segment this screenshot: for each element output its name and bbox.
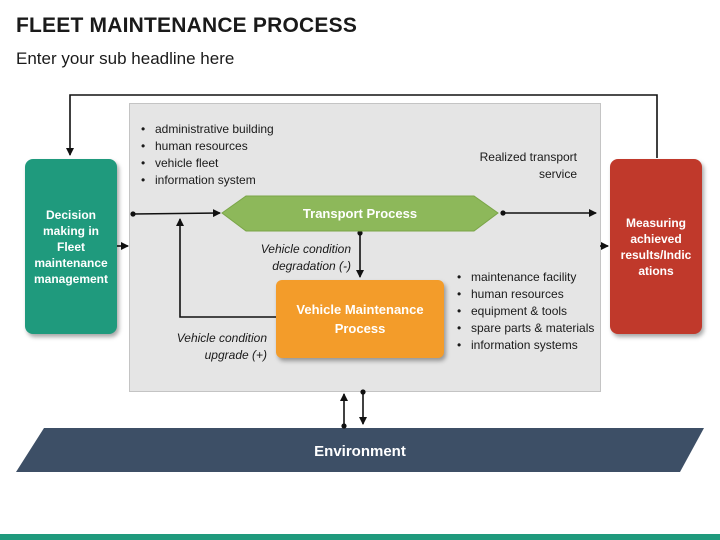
list-item: information system (139, 172, 274, 189)
maintenance-resources-list: maintenance facility human resources equ… (455, 269, 605, 354)
vehicle-maintenance-box: Vehicle Maintenance Process (276, 280, 444, 358)
degradation-note: Vehicle condition degradation (-) (260, 242, 351, 273)
realized-service-note: Realized transport service (479, 150, 577, 181)
list-item: spare parts & materials (455, 320, 605, 337)
measuring-box: Measuring achieved results/Indic ations (610, 159, 702, 334)
page-title: FLEET MAINTENANCE PROCESS (16, 14, 358, 37)
page-subtitle: Enter your sub headline here (16, 49, 235, 68)
transport-resources-list: administrative building human resources … (139, 121, 274, 189)
list-item: equipment & tools (455, 303, 605, 320)
decision-label: Decision making in Fleet maintenance man… (33, 207, 109, 286)
measuring-label: Measuring achieved results/Indic ations (620, 215, 692, 278)
environment-label: Environment (314, 443, 406, 460)
environment-shape (16, 428, 704, 472)
upgrade-note: Vehicle condition upgrade (+) (176, 331, 267, 362)
upgrade-arrow (176, 218, 276, 318)
list-item: vehicle fleet (139, 155, 274, 172)
list-item: human resources (139, 138, 274, 155)
feedback-loop-line (66, 94, 658, 158)
list-item: information systems (455, 337, 605, 354)
input-to-transport-arrow (132, 209, 221, 218)
list-item: human resources (455, 286, 605, 303)
list-item: maintenance facility (455, 269, 605, 286)
list-item: administrative building (139, 121, 274, 138)
decision-box: Decision making in Fleet maintenance man… (25, 159, 117, 334)
transport-process-label: Transport Process (303, 206, 417, 221)
transport-process-shape (221, 195, 499, 232)
vehicle-maintenance-label: Vehicle Maintenance Process (296, 302, 424, 336)
footer-accent-bar (0, 534, 720, 540)
